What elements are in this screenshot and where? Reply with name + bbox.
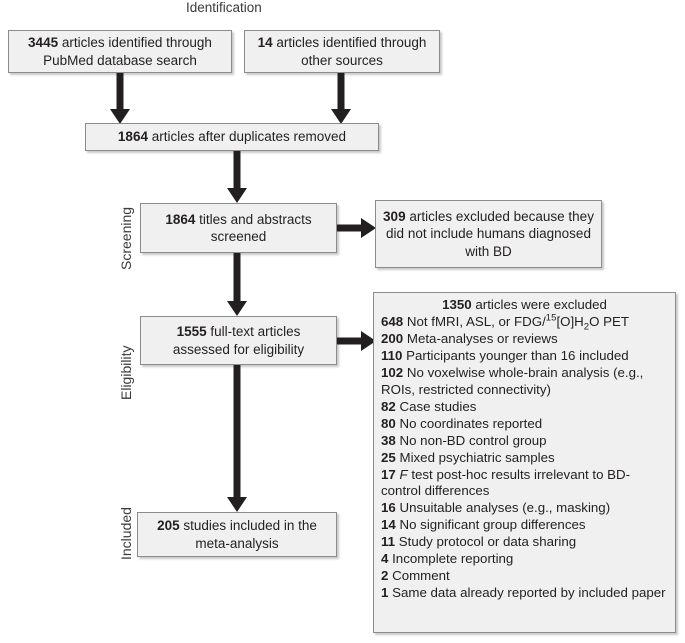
exclusion-reason-item: 25 Mixed psychiatric samples xyxy=(381,450,668,467)
box-fulltext-assessed: 1555 full-text articles assessed for eli… xyxy=(140,316,337,365)
box-fulltext-label: full-text articles assessed for eligibil… xyxy=(172,324,305,357)
exclusion-reason-item: 38 No non-BD control group xyxy=(381,433,668,450)
exclusion-reason-label: Meta-analyses or reviews xyxy=(403,330,558,346)
exclusion-reason-item: 110 Participants younger than 16 include… xyxy=(381,348,668,365)
box-other-sources-label: articles identified through other source… xyxy=(272,35,427,68)
exclusion-reason-label: No voxelwise whole-brain analysis (e.g.,… xyxy=(381,364,644,397)
exclusion-reason-count: 16 xyxy=(381,500,396,516)
exclusion-reason-count: 82 xyxy=(381,398,396,414)
exclusion-reason-label: Not fMRI, ASL, or FDG/15[O]H2O PET xyxy=(403,312,630,333)
box-studies-included: 205 studies included in the meta-analysi… xyxy=(137,512,337,557)
stage-label-included: Included xyxy=(118,507,134,560)
box-screening-excluded-label: articles excluded because they did not i… xyxy=(386,209,594,259)
stage-label-screening: Screening xyxy=(118,206,134,270)
exclusion-reason-item: 4 Incomplete reporting xyxy=(381,551,668,568)
exclusion-reason-count: 11 xyxy=(381,534,396,550)
box-pubmed-records-count: 3445 xyxy=(28,35,59,51)
box-screening-excluded-count: 309 xyxy=(383,209,406,225)
box-duplicates-removed-text: 1864 articles after duplicates removed xyxy=(118,128,346,145)
exclusion-reason-label: No coordinates reported xyxy=(395,415,543,431)
box-pubmed-records: 3445 articles identified through PubMed … xyxy=(8,30,232,73)
stage-label-eligibility: Eligibility xyxy=(118,345,134,400)
box-screening-excluded-text: 309 articles excluded because they did n… xyxy=(382,208,595,260)
exclusion-reason-label: Study protocol or data sharing xyxy=(395,534,577,550)
box-screening-excluded: 309 articles excluded because they did n… xyxy=(375,200,602,268)
exclusion-reason-label: Unsuitable analyses (e.g., masking) xyxy=(395,500,611,516)
exclusion-reason-item: 82 Case studies xyxy=(381,399,668,416)
exclusion-header-label: articles were excluded xyxy=(471,297,607,312)
exclusion-reason-item: 1 Same data already reported by included… xyxy=(381,585,668,602)
exclusion-reason-item: 16 Unsuitable analyses (e.g., masking) xyxy=(381,500,668,517)
box-other-sources-count: 14 xyxy=(257,35,273,51)
exclusion-reason-count: 17 xyxy=(381,466,396,482)
box-included-label: studies included in the meta-analysis xyxy=(179,518,317,551)
exclusion-reason-count: 25 xyxy=(381,449,396,465)
exclusion-reason-count: 4 xyxy=(381,551,389,567)
box-other-sources-text: 14 articles identified through other sou… xyxy=(251,34,433,69)
exclusion-reason-label: No non-BD control group xyxy=(395,432,547,448)
exclusion-reason-count: 1 xyxy=(381,585,389,601)
exclusion-reason-count: 200 xyxy=(381,330,404,346)
box-duplicates-removed: 1864 articles after duplicates removed xyxy=(85,123,379,151)
exclusion-reason-label: Case studies xyxy=(395,398,477,414)
exclusion-reason-label: Participants younger than 16 included xyxy=(402,347,629,363)
box-duplicates-removed-count: 1864 xyxy=(117,129,148,145)
exclusion-reason-item: 11 Study protocol or data sharing xyxy=(381,534,668,551)
exclusion-reason-item: 102 No voxelwise whole-brain analysis (e… xyxy=(381,365,668,399)
exclusion-reason-label: Incomplete reporting xyxy=(388,551,514,567)
stage-label-identification: Identification xyxy=(186,0,262,15)
box-screened-count: 1864 xyxy=(165,211,196,227)
exclusion-header-count: 1350 xyxy=(442,297,472,312)
exclusion-reason-item: 17 F test post-hoc results irrelevant to… xyxy=(381,467,668,501)
exclusion-reason-label: No significant group differences xyxy=(395,517,586,533)
exclusion-reason-label: Same data already reported by included p… xyxy=(388,585,666,601)
exclusion-reason-count: 2 xyxy=(381,568,389,584)
box-fulltext-count: 1555 xyxy=(176,324,207,340)
box-pubmed-records-text: 3445 articles identified through PubMed … xyxy=(15,34,225,69)
exclusion-reason-item: 2 Comment xyxy=(381,568,668,585)
box-titles-abstracts-screened: 1864 titles and abstracts screened xyxy=(140,203,337,253)
exclusion-reason-item: 200 Meta-analyses or reviews xyxy=(381,331,668,348)
exclusion-header: 1350 articles were excluded xyxy=(381,297,668,314)
box-included-text: 205 studies included in the meta-analysi… xyxy=(144,517,330,552)
box-screened-label: titles and abstracts screened xyxy=(195,211,312,244)
exclusion-reason-item: 14 No significant group differences xyxy=(381,517,668,534)
exclusion-reason-label: Mixed psychiatric samples xyxy=(395,449,555,465)
exclusion-reason-count: 102 xyxy=(381,364,404,380)
box-pubmed-records-label: articles identified through PubMed datab… xyxy=(43,35,212,68)
exclusion-reason-count: 110 xyxy=(381,347,403,363)
exclusion-reason-count: 648 xyxy=(381,313,404,329)
exclusion-reason-count: 38 xyxy=(381,432,396,448)
box-included-count: 205 xyxy=(157,518,180,534)
exclusion-reason-item: 80 No coordinates reported xyxy=(381,416,668,433)
exclusion-reason-count: 14 xyxy=(381,517,396,533)
exclusion-reason-label: Comment xyxy=(388,568,450,584)
box-screened-text: 1864 titles and abstracts screened xyxy=(147,211,330,246)
box-exclusion-reasons: 1350 articles were excluded 648 Not fMRI… xyxy=(373,292,676,633)
box-other-sources-records: 14 articles identified through other sou… xyxy=(244,30,440,73)
exclusion-reason-label: F test post-hoc results irrelevant to BD… xyxy=(381,466,631,499)
exclusion-reason-count: 80 xyxy=(381,415,396,431)
box-duplicates-removed-label: articles after duplicates removed xyxy=(147,129,347,145)
box-fulltext-text: 1555 full-text articles assessed for eli… xyxy=(147,323,330,358)
exclusion-reason-item: 648 Not fMRI, ASL, or FDG/15[O]H2O PET xyxy=(381,312,668,333)
